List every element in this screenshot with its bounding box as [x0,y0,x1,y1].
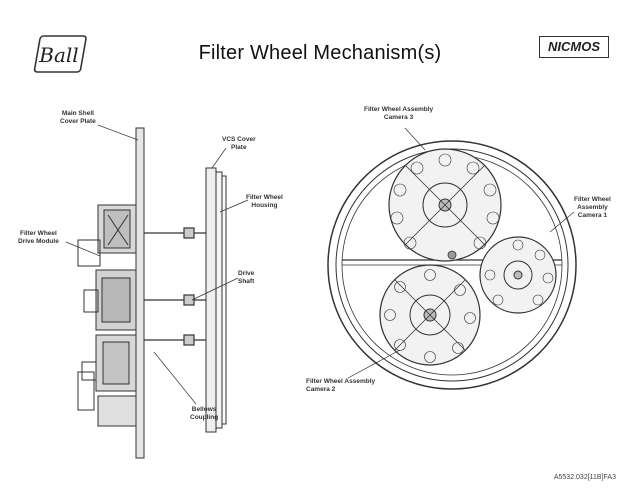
filter-holes [384,153,554,363]
ball-logo-icon: Ball [30,33,88,75]
front-leaders [347,127,575,379]
housing-plate-1 [205,167,217,433]
document-id: A5532.032[11B]FA3 [553,474,616,481]
drive-module [77,204,137,427]
main-shell-plate [135,127,145,459]
wheel-camera-1 [479,236,557,314]
wheel-camera-3 [388,148,502,262]
housing-plate-2 [215,171,223,429]
drive-shafts [144,227,206,346]
logo-text: Ball [38,43,78,67]
side-view [65,124,249,459]
outer-ring [327,140,577,390]
front-view [327,127,577,390]
page-title: Filter Wheel Mechanism(s) [198,42,442,64]
nicmos-badge: NICMOS [539,36,609,58]
side-leaders [65,124,249,405]
wheel-camera-2 [379,264,481,366]
